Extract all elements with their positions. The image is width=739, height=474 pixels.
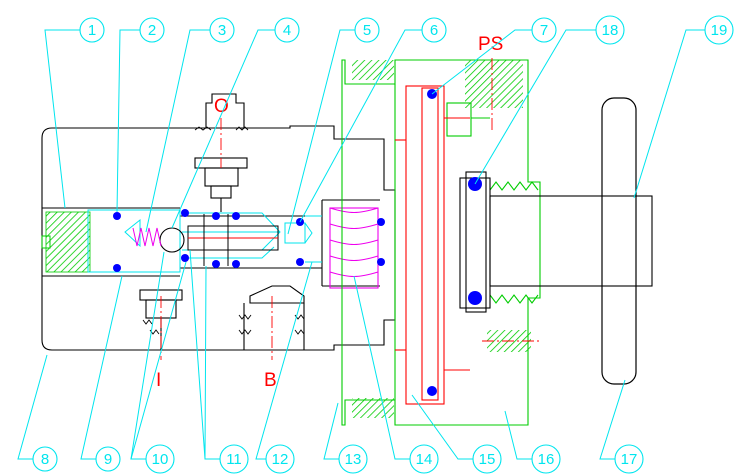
callout-16: 16	[531, 444, 561, 474]
main-spring	[329, 207, 379, 289]
callouts-bottom: 8 9 10 11 12 13 14 15 16 17	[32, 444, 644, 474]
callout-3: 3	[209, 17, 235, 43]
svg-text:19: 19	[711, 22, 728, 39]
callout-6: 6	[421, 17, 447, 43]
callout-4: 4	[274, 17, 300, 43]
adjusting-screw-threads	[489, 181, 539, 304]
callout-12: 12	[265, 444, 295, 474]
supply-port-label: PS	[478, 34, 503, 55]
callout-13: 13	[338, 444, 368, 474]
internal-sleeve	[87, 209, 322, 273]
centerlines	[160, 58, 540, 360]
svg-text:7: 7	[540, 22, 548, 39]
svg-text:13: 13	[345, 451, 362, 468]
bleed-port-label: B	[264, 370, 277, 391]
svg-text:3: 3	[218, 22, 226, 39]
svg-text:17: 17	[621, 451, 638, 468]
callout-10: 10	[145, 444, 175, 474]
callout-9: 9	[95, 446, 121, 472]
callout-18: 18	[595, 15, 625, 45]
callouts-top: 1 2 3 4 5 6 7 18 19	[79, 15, 734, 45]
callout-1: 1	[79, 17, 105, 43]
callout-5: 5	[354, 17, 380, 43]
outlet-port-label: O	[214, 96, 229, 117]
callout-7: 7	[531, 17, 557, 43]
svg-text:16: 16	[538, 451, 555, 468]
cap-thread-bottom	[352, 398, 394, 418]
callout-15: 15	[472, 444, 502, 474]
inlet-plug	[41, 235, 51, 249]
svg-text:11: 11	[226, 451, 242, 468]
callout-8: 8	[32, 446, 58, 472]
bonnet-cap	[341, 59, 541, 426]
svg-text:18: 18	[602, 22, 619, 39]
callout-11: 11	[219, 444, 249, 474]
svg-text:10: 10	[152, 451, 169, 468]
svg-text:2: 2	[148, 22, 156, 39]
svg-text:6: 6	[430, 22, 438, 39]
svg-text:8: 8	[41, 451, 49, 468]
handwheel	[601, 97, 637, 385]
svg-text:5: 5	[363, 22, 371, 39]
inlet-port-label: I	[156, 370, 161, 391]
svg-text:1: 1	[88, 22, 96, 39]
svg-text:14: 14	[416, 451, 433, 468]
callout-2: 2	[139, 17, 165, 43]
callout-17: 17	[614, 444, 644, 474]
callout-leaders	[17, 29, 705, 460]
cap-thread-top	[352, 60, 394, 80]
inlet-thread	[45, 211, 91, 273]
o-ring-icon	[113, 89, 482, 396]
svg-text:4: 4	[283, 22, 291, 39]
callout-19: 19	[704, 15, 734, 45]
svg-text:9: 9	[104, 451, 112, 468]
valve-stem	[187, 214, 279, 266]
diaphragm	[395, 85, 470, 405]
svg-text:15: 15	[479, 451, 496, 468]
coil-spring-icon	[132, 227, 162, 247]
callout-14: 14	[409, 444, 439, 474]
supply-thread	[465, 60, 523, 108]
svg-text:12: 12	[272, 451, 289, 468]
adjusting-screw	[459, 171, 653, 313]
